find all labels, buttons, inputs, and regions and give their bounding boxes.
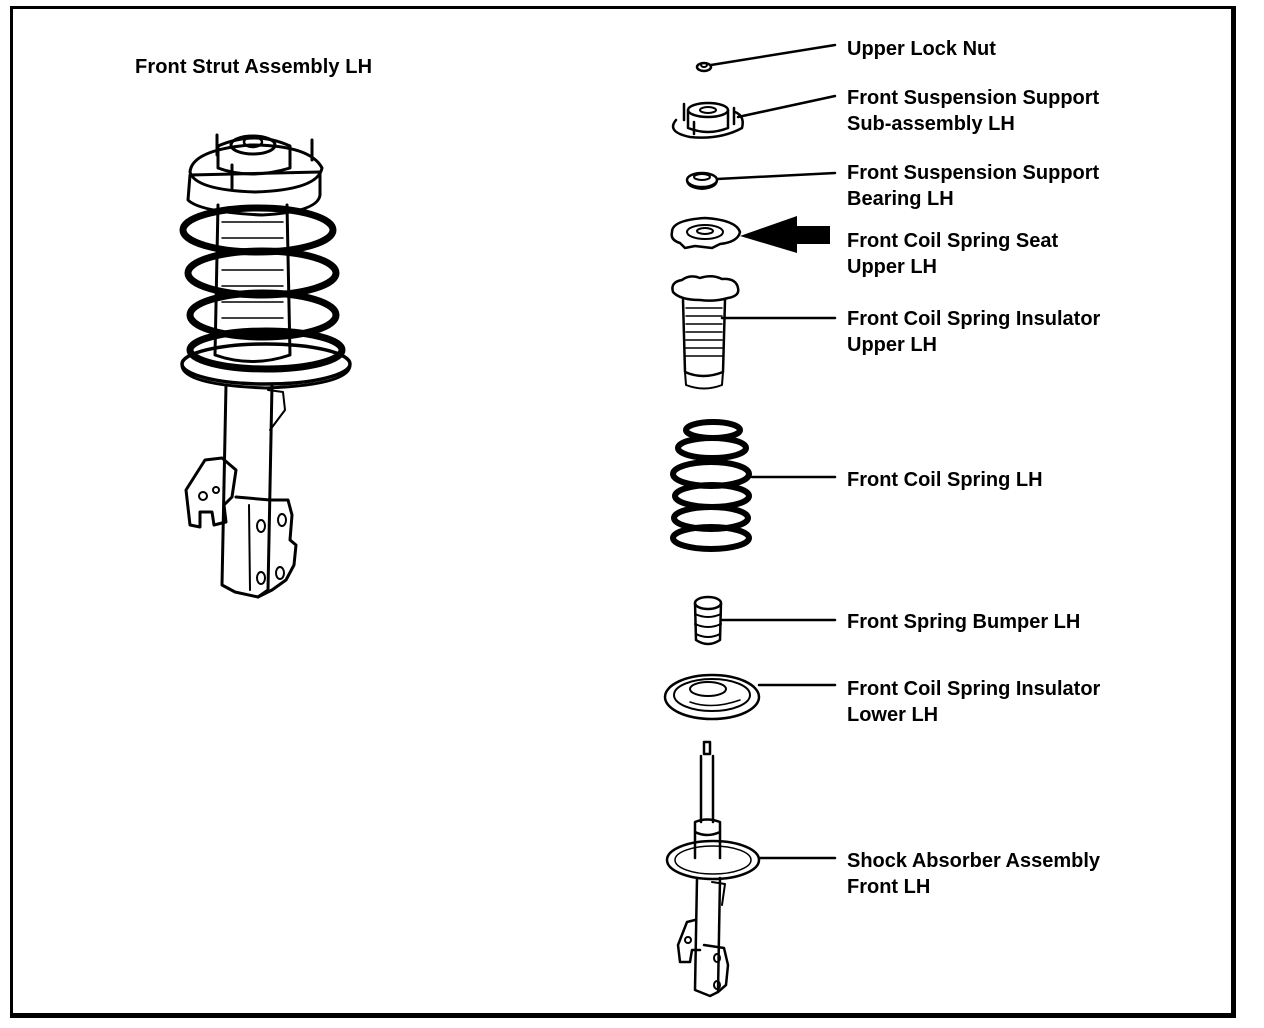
leader-line-upper-lock-nut <box>709 43 837 67</box>
coil-spring <box>179 204 346 373</box>
label-front-coil-spring: Front Coil Spring LH <box>847 469 1043 491</box>
upper-lock-nut-illustration <box>695 61 713 73</box>
coil-spring-seat-upper-illustration <box>670 216 742 250</box>
upper-mount <box>186 133 324 217</box>
strut-body <box>184 383 298 599</box>
coil-spring-insulator-upper-illustration <box>671 275 740 390</box>
label-shock-absorber-assembly: Shock Absorber Assembly Front LH <box>847 850 1101 898</box>
label-upper-lock-nut: Upper Lock Nut <box>847 38 996 60</box>
label-front-suspension-support-sub-assembly: Front Suspension Support Sub-assembly LH <box>847 87 1100 135</box>
leader-line-support-bearing <box>715 171 837 181</box>
lower-spring-seat <box>180 342 352 390</box>
coil-spring-illustration <box>670 419 752 552</box>
suspension-support-bearing-illustration <box>685 171 719 190</box>
label-front-suspension-support-bearing: Front Suspension Support Bearing LH <box>847 162 1100 210</box>
label-front-coil-spring-insulator-upper: Front Coil Spring Insulator Upper LH <box>847 308 1101 356</box>
front-strut-assembly-illustration <box>179 133 352 599</box>
label-front-coil-spring-seat-upper: Front Coil Spring Seat Upper LH <box>847 230 1059 278</box>
suspension-support-illustration <box>671 101 744 139</box>
label-front-coil-spring-insulator-lower: Front Coil Spring Insulator Lower LH <box>847 678 1101 726</box>
assembly-title: Front Strut Assembly LH <box>135 56 373 78</box>
label-front-spring-bumper: Front Spring Bumper LH <box>847 611 1081 633</box>
shock-absorber-illustration <box>665 740 761 998</box>
highlight-arrow-icon <box>740 216 830 253</box>
diagram-border <box>10 6 1236 1018</box>
coil-spring-insulator-lower-illustration <box>663 673 761 721</box>
leader-line-suspension-support <box>736 94 837 119</box>
spring-bumper-illustration <box>693 595 723 646</box>
